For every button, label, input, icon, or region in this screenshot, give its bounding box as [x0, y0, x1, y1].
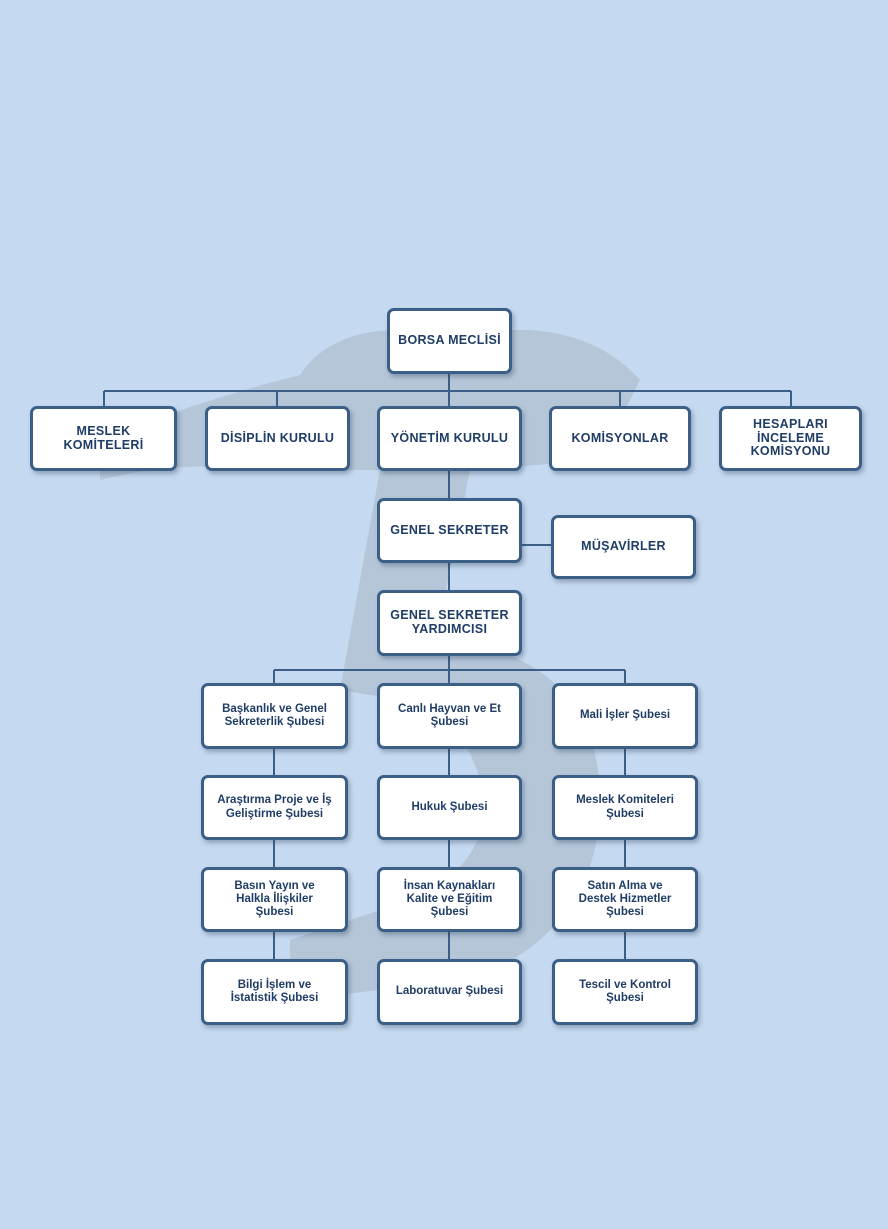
node-branch-left-2: Araştırma Proje ve İş Geliştirme Şubesi [201, 775, 348, 840]
node-branch-right-1: Mali İşler Şubesi [552, 683, 698, 749]
node-hesaplari-inceleme-komisyonu: HESAPLARI İNCELEME KOMİSYONU [719, 406, 862, 471]
node-branch-middle-2: Hukuk Şubesi [377, 775, 522, 840]
node-musavirler: MÜŞAVİRLER [551, 515, 696, 579]
node-disiplin-kurulu: DİSİPLİN KURULU [205, 406, 350, 471]
node-genel-sekreter: GENEL SEKRETER [377, 498, 522, 563]
node-branch-right-2: Meslek Komiteleri Şubesi [552, 775, 698, 840]
node-branch-middle-4: Laboratuvar Şubesi [377, 959, 522, 1025]
node-branch-left-3: Basın Yayın ve Halkla İlişkiler Şubesi [201, 867, 348, 932]
node-branch-middle-3: İnsan Kaynakları Kalite ve Eğitim Şubesi [377, 867, 522, 932]
node-komisyonlar: KOMİSYONLAR [549, 406, 691, 471]
node-borsa-meclisi: BORSA MECLİSİ [387, 308, 512, 374]
node-genel-sekreter-yardimcisi: GENEL SEKRETER YARDIMCISI [377, 590, 522, 656]
node-branch-right-4: Tescil ve Kontrol Şubesi [552, 959, 698, 1025]
node-branch-right-3: Satın Alma ve Destek Hizmetler Şubesi [552, 867, 698, 932]
node-yonetim-kurulu: YÖNETİM KURULU [377, 406, 522, 471]
node-branch-middle-1: Canlı Hayvan ve Et Şubesi [377, 683, 522, 749]
node-branch-left-4: Bilgi İşlem ve İstatistik Şubesi [201, 959, 348, 1025]
node-meslek-komiteleri: MESLEK KOMİTELERİ [30, 406, 177, 471]
node-branch-left-1: Başkanlık ve Genel Sekreterlik Şubesi [201, 683, 348, 749]
